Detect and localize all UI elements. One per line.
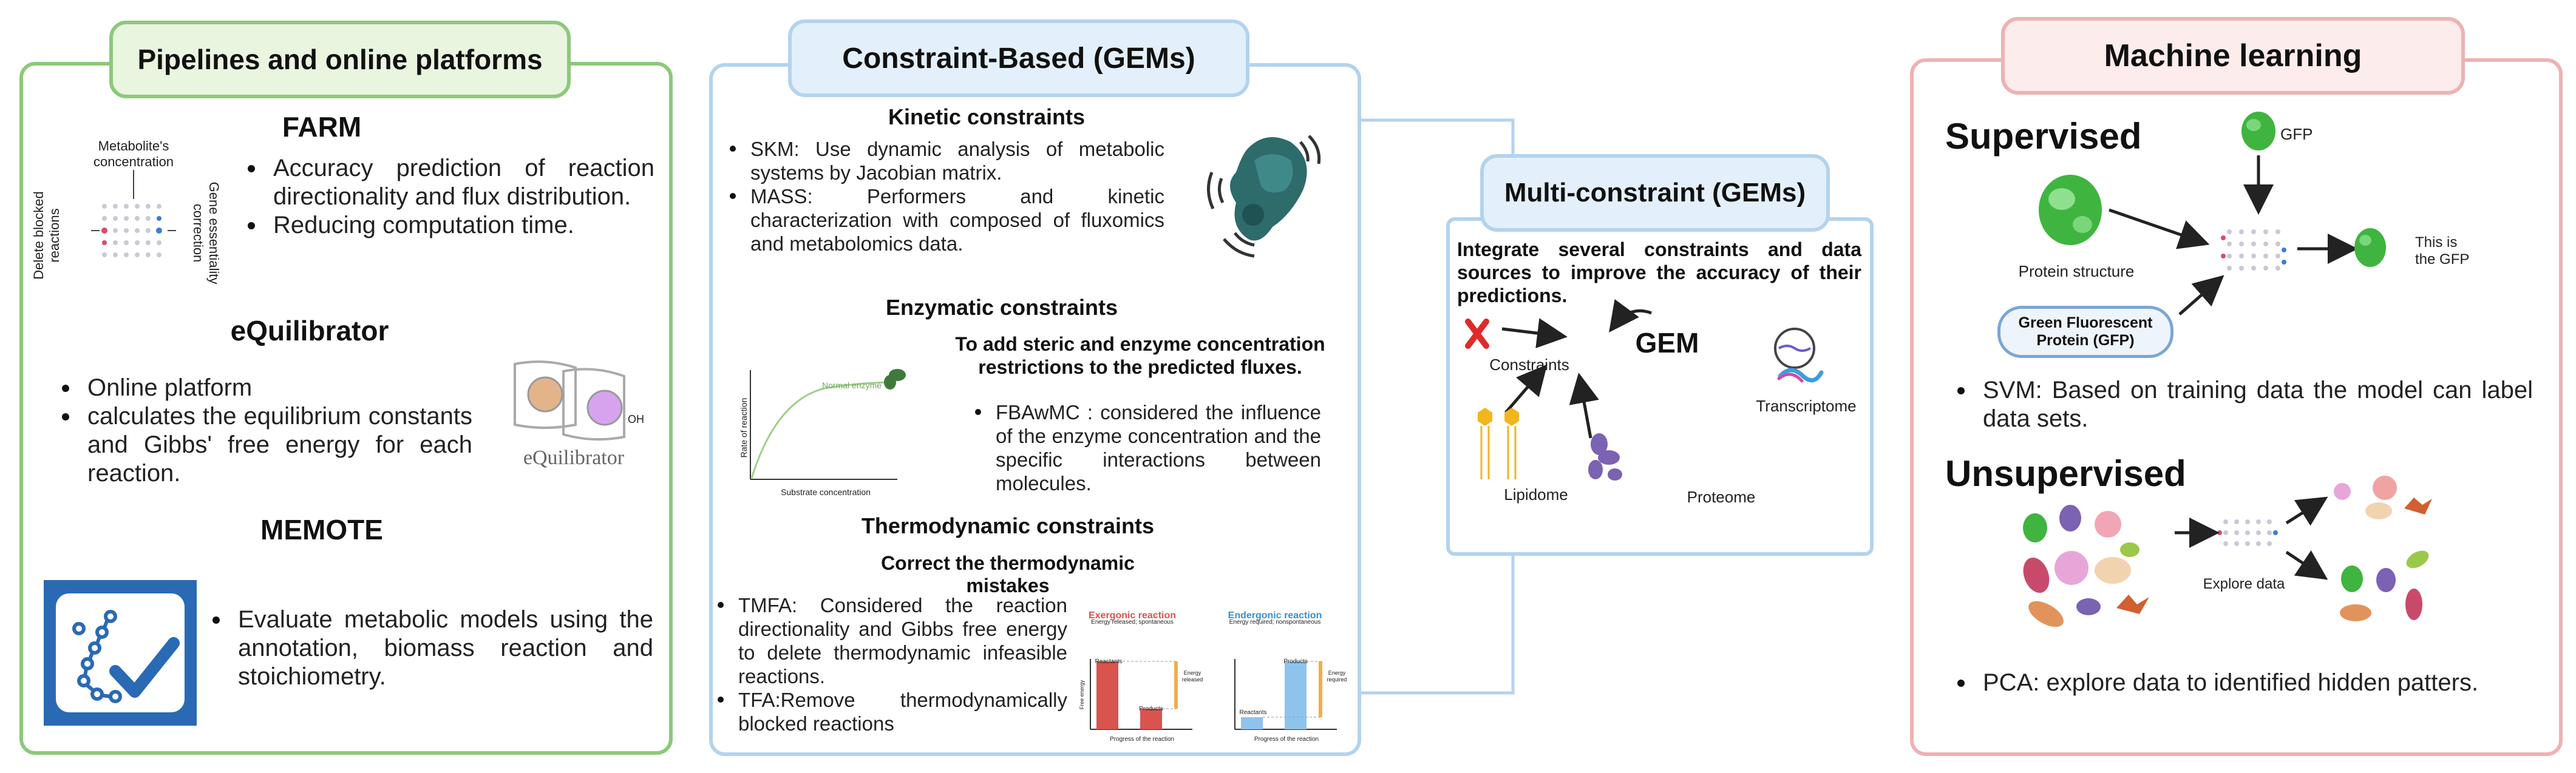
enzymatic-subtitle: To add steric and enzyme concentration r… bbox=[955, 333, 1325, 378]
ml-title: Machine learning bbox=[2104, 38, 2362, 73]
endergonic-xlabel: Progress of the reaction bbox=[1254, 736, 1319, 743]
exergonic-right-label: Products bbox=[1139, 706, 1163, 712]
equilibrator-bullet-1: Online platform bbox=[56, 374, 472, 402]
enzymatic-bullets: FBAwMC : considered the influence of the… bbox=[971, 400, 1321, 495]
supervised-bullets: SVM: Based on training data the model ca… bbox=[1951, 376, 2533, 433]
gfp-box-label: Green Fluorescent Protein (GFP) bbox=[2018, 314, 2153, 349]
proteome-icon bbox=[1588, 433, 1622, 481]
enzyme-plot-ylabel: Rate of reaction bbox=[739, 397, 749, 458]
supervised-bullet-1: SVM: Based on training data the model ca… bbox=[1951, 376, 2533, 433]
kinetic-bullet-2: MASS: Performers and kinetic characteriz… bbox=[726, 184, 1164, 255]
multi-diagram bbox=[1465, 299, 1824, 481]
exergonic-left-label: Reactants bbox=[1095, 658, 1123, 665]
multi-description: Integrate several constraints and data s… bbox=[1457, 238, 1861, 306]
gem-label: GEM bbox=[1635, 327, 1699, 359]
gfp-top-label: GFP bbox=[2280, 125, 2313, 143]
ml-header: Machine learning bbox=[2001, 17, 2465, 95]
ml-network-icon bbox=[2221, 229, 2286, 271]
cluster-2-icon bbox=[2340, 550, 2429, 621]
unsupervised-bullets: PCA: explore data to identified hidden p… bbox=[1951, 669, 2533, 697]
multi-header: Multi-constraint (GEMs) bbox=[1480, 154, 1830, 232]
multi-title: Multi-constraint (GEMs) bbox=[1504, 178, 1806, 208]
cluster-1-icon bbox=[2334, 476, 2432, 519]
gfp-output-icon bbox=[2354, 228, 2386, 267]
ml-panel bbox=[1910, 58, 2563, 756]
kinetic-title: Kinetic constraints bbox=[888, 104, 1086, 129]
unsupervised-bullet-1: PCA: explore data to identified hidden p… bbox=[1951, 669, 2533, 697]
unsupervised-title: Unsupervised bbox=[1945, 453, 2186, 494]
farm-label-right: Gene essentiality correction bbox=[191, 181, 222, 285]
constraints-label: Constraints bbox=[1489, 356, 1569, 374]
kinetic-bullets: SKM: Use dynamic analysis of metabolic s… bbox=[726, 137, 1164, 255]
constraint-header: Constraint-Based (GEMs) bbox=[788, 19, 1249, 97]
memote-logo-icon bbox=[44, 580, 197, 726]
kinetic-bullet-1: SKM: Use dynamic analysis of metabolic s… bbox=[726, 137, 1164, 184]
endergonic-side-label: Energy required bbox=[1327, 670, 1347, 683]
endergonic-left-label: Reactants bbox=[1239, 709, 1267, 716]
farm-bullets: Accuracy prediction of reaction directio… bbox=[242, 154, 654, 240]
thermo-bullet-2: TFA:Remove thermodynamically blocked rea… bbox=[714, 688, 1067, 735]
farm-bullet-1: Accuracy prediction of reaction directio… bbox=[242, 154, 654, 211]
transcriptome-label: Transcriptome bbox=[1756, 397, 1857, 415]
farm-title: FARM bbox=[282, 111, 362, 143]
memote-bullet-1: Evaluate metabolic models using the anno… bbox=[206, 606, 653, 691]
farm-bullet-2: Reducing computation time. bbox=[242, 211, 654, 240]
equilibrator-oh-label: OH bbox=[628, 413, 644, 425]
equilibrator-bullets: Online platform calculates the equilibri… bbox=[56, 374, 472, 488]
gfp-output-label: This is the GFP bbox=[2415, 234, 2470, 268]
exergonic-title: Exergonic reaction bbox=[1088, 610, 1177, 621]
enzyme-dynamics-icon bbox=[1207, 135, 1321, 258]
supervised-diagram bbox=[2039, 112, 2386, 316]
endergonic-sub: Energy required; nonspontaneous bbox=[1229, 619, 1321, 626]
unlabeled-cells-icon bbox=[2023, 505, 2149, 627]
lipidome-icon bbox=[1478, 408, 1519, 479]
constraints-x-icon bbox=[1465, 319, 1489, 349]
thermo-subtitle: Correct the thermodynamic mistakes bbox=[881, 552, 1135, 596]
pipelines-title: Pipelines and online platforms bbox=[137, 44, 543, 75]
unsupervised-diagram bbox=[2023, 476, 2432, 627]
farm-label-left: Delete blocked reactions bbox=[31, 191, 62, 280]
equilibrator-logo-text: eQuilibrator bbox=[523, 447, 625, 469]
endergonic-chart bbox=[1234, 659, 1337, 730]
thermo-title: Thermodynamic constraints bbox=[861, 513, 1155, 538]
farm-network-icon bbox=[91, 170, 176, 257]
exergonic-chart bbox=[1090, 659, 1192, 730]
gfp-box: Green Fluorescent Protein (GFP) bbox=[1997, 306, 2173, 358]
equilibrator-logo-icon bbox=[514, 360, 625, 441]
thermo-bullets: TMFA: Considered the reaction directiona… bbox=[714, 593, 1067, 735]
supervised-title: Supervised bbox=[1945, 116, 2142, 157]
gfp-small-icon bbox=[2241, 112, 2275, 150]
exergonic-side-label: Energy released bbox=[1181, 670, 1203, 683]
thermo-bullet-1: TMFA: Considered the reaction directiona… bbox=[714, 593, 1067, 688]
endergonic-title: Endergonic reaction bbox=[1228, 610, 1322, 621]
pipelines-header: Pipelines and online platforms bbox=[109, 21, 571, 98]
memote-title: MEMOTE bbox=[260, 514, 383, 545]
endergonic-right-label: Products bbox=[1283, 658, 1308, 665]
equilibrator-title: eQuilibrator bbox=[230, 315, 389, 346]
enzymatic-bullet-1: FBAwMC : considered the influence of the… bbox=[971, 400, 1321, 495]
ml-network-icon-2 bbox=[2217, 519, 2278, 546]
equilibrator-bullet-2: calculates the equilibrium constants and… bbox=[56, 402, 472, 488]
farm-label-top: Metabolite's concentration bbox=[93, 138, 174, 169]
enzyme-plot-xlabel: Substrate concentration bbox=[781, 487, 871, 497]
transcriptome-icon bbox=[1774, 328, 1824, 383]
exergonic-xlabel: Progress of the reaction bbox=[1109, 736, 1175, 743]
free-energy-label: Free energy bbox=[1079, 680, 1085, 710]
enzyme-kinetics-plot bbox=[750, 369, 906, 480]
enzyme-curve-label: Normal enzyme bbox=[821, 380, 882, 390]
protein-structure-label: Protein structure bbox=[2018, 262, 2135, 280]
exergonic-sub: Energy released; spontaneous bbox=[1091, 619, 1174, 626]
enzymatic-title: Enzymatic constraints bbox=[885, 295, 1118, 320]
explore-data-label: Explore data bbox=[2203, 576, 2285, 592]
constraint-title: Constraint-Based (GEMs) bbox=[842, 42, 1195, 75]
memote-bullets: Evaluate metabolic models using the anno… bbox=[206, 606, 653, 691]
proteome-label: Proteome bbox=[1687, 488, 1756, 506]
protein-structure-icon bbox=[2039, 175, 2102, 245]
lipidome-label: Lipidome bbox=[1504, 485, 1568, 504]
